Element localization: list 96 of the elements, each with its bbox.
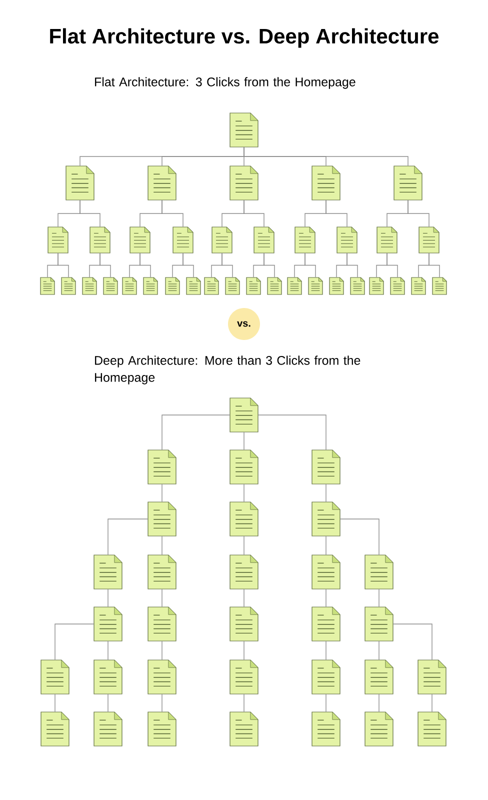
- page-icon: [40, 660, 70, 694]
- page-icon: [172, 226, 194, 254]
- page-icon: [230, 112, 258, 148]
- page-icon: [364, 606, 394, 642]
- page-icon: [308, 277, 323, 295]
- page-icon: [130, 226, 150, 254]
- connector: [378, 694, 380, 712]
- page-icon: [329, 277, 344, 295]
- page-icon: [225, 277, 240, 295]
- connector: [304, 252, 316, 278]
- page-icon: [336, 226, 358, 254]
- page-icon: [230, 660, 258, 694]
- page-icon: [94, 712, 122, 746]
- page-icon: [312, 554, 340, 590]
- page-icon: [66, 166, 94, 200]
- page-icon: [350, 277, 365, 295]
- connector: [386, 252, 398, 278]
- page-icon: [312, 606, 340, 642]
- page-icon: [418, 226, 440, 254]
- page-icon: [94, 660, 122, 694]
- heading: Deep Architecture: More than 3 Clicks from the Homepage: [95, 356, 360, 384]
- connector: [392, 624, 432, 660]
- page-icon: [204, 277, 219, 295]
- title: Flat Architecture vs. Deep Architecture: [50, 28, 439, 48]
- connector: [264, 252, 275, 278]
- connector: [108, 518, 148, 556]
- page-icon: [148, 712, 176, 746]
- page-icon: [394, 166, 422, 200]
- page-icon: [312, 450, 340, 484]
- connector: [100, 252, 111, 278]
- page-icon: [94, 554, 122, 590]
- connector: [244, 146, 408, 166]
- page-icon: [143, 277, 158, 295]
- page-icon: [287, 277, 302, 295]
- page-icon: [312, 166, 340, 200]
- page-icon: [165, 277, 180, 295]
- page-icon: [212, 226, 232, 254]
- connector: [80, 200, 100, 228]
- page-icon: [148, 660, 176, 694]
- page-icon: [432, 277, 447, 295]
- page-icon: [40, 712, 70, 746]
- page-icon: [230, 554, 258, 590]
- page-icon: [148, 554, 176, 590]
- page-icon: [48, 226, 68, 254]
- page-icon: [61, 277, 76, 295]
- connector: [378, 588, 380, 608]
- connector: [140, 252, 151, 278]
- connector: [182, 252, 194, 278]
- connector: [54, 624, 94, 660]
- page-icon: [82, 277, 97, 295]
- connector: [428, 252, 440, 278]
- page-icon: [418, 660, 446, 694]
- connector: [258, 414, 326, 450]
- page-icon: [376, 226, 398, 254]
- connector: [408, 200, 430, 228]
- page-icon: [148, 502, 176, 536]
- page-icon: [254, 226, 274, 254]
- page-icon: [230, 712, 258, 746]
- page-icon: [312, 660, 340, 694]
- page-icon: [148, 606, 176, 642]
- page-icon: [364, 660, 394, 694]
- connector: [162, 200, 184, 228]
- page-icon: [411, 277, 426, 295]
- page-icon: [122, 277, 137, 295]
- page-icon: [186, 277, 201, 295]
- page-icon: [90, 226, 110, 254]
- connector: [378, 640, 380, 660]
- page-icon: [103, 277, 118, 295]
- connector: [326, 200, 348, 228]
- page-icon: [40, 277, 55, 295]
- page-icon: [94, 606, 122, 642]
- connector: [244, 200, 264, 228]
- page-icon: [230, 398, 258, 432]
- page-icon: [364, 712, 394, 746]
- connector: [346, 252, 358, 278]
- page-icon: [230, 502, 258, 536]
- connector: [162, 414, 230, 450]
- page-icon: [230, 166, 258, 200]
- page-icon: [369, 277, 384, 295]
- page-icon: [230, 606, 258, 642]
- page-icon: [294, 226, 316, 254]
- page-icon: [312, 502, 340, 536]
- page-icon: [246, 277, 261, 295]
- page-icon: [312, 712, 340, 746]
- connector: [340, 518, 380, 556]
- page-icon: [364, 554, 394, 590]
- page-icon: [418, 712, 446, 746]
- page-icon: [390, 277, 405, 295]
- connector: [58, 252, 69, 278]
- page-icon: [267, 277, 282, 295]
- connector: [54, 694, 56, 712]
- page-icon: [148, 450, 176, 484]
- connector: [222, 252, 233, 278]
- page-icon: [230, 450, 258, 484]
- page-icon: [148, 166, 176, 200]
- heading: Flat Architecture: 3 Clicks from the Homepage: [95, 77, 356, 89]
